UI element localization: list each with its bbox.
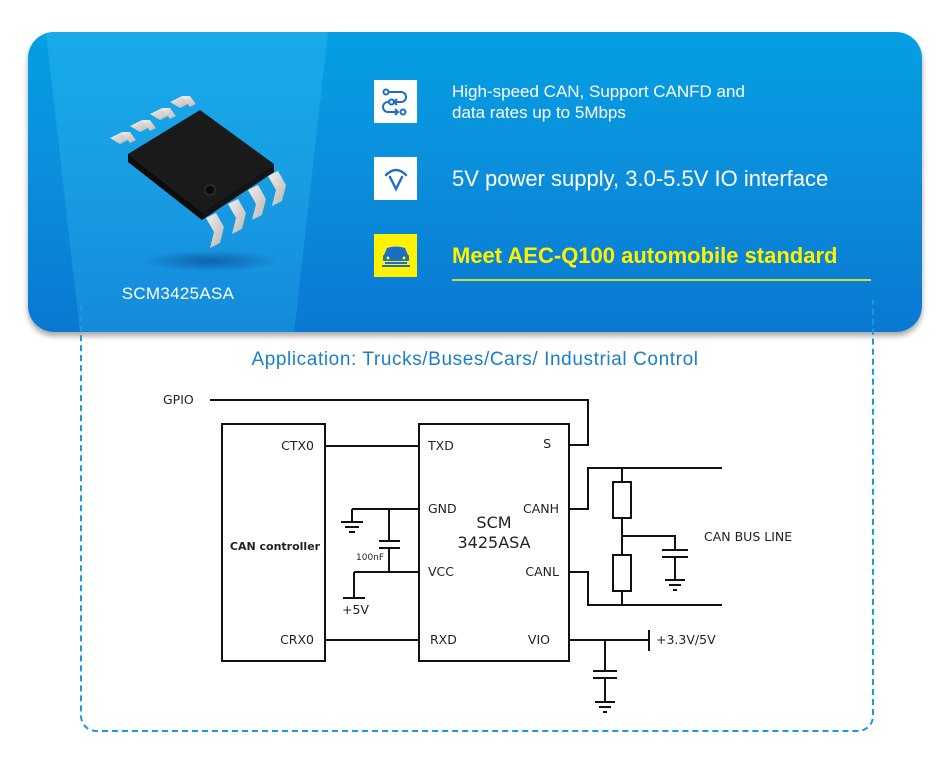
canl-wire	[569, 571, 722, 606]
application-title: Application: Trucks/Buses/Cars/ Industri…	[251, 349, 699, 370]
feature-aec-q100: Meet AEC-Q100 automobile standard	[374, 234, 837, 277]
canh-wire	[569, 467, 722, 510]
supply-io-label: +3.3V/5V	[656, 632, 716, 647]
feature-text: Meet AEC-Q100 automobile standard	[452, 242, 838, 268]
pin-gnd: GND	[428, 501, 457, 516]
pin-rxd: RXD	[430, 632, 457, 647]
pin-s: S	[543, 436, 551, 451]
termination-resistor-top	[612, 481, 632, 519]
pin-vcc: VCC	[428, 564, 454, 579]
ic-box	[418, 423, 570, 662]
vio-capacitor	[593, 670, 617, 679]
feature-text-line2: data rates up to 5Mbps	[452, 102, 626, 122]
split-capacitor	[662, 549, 688, 558]
data-flow-icon	[374, 80, 417, 123]
can-controller-label: CAN controller	[230, 540, 321, 553]
feature-power-supply: 5V power supply, 3.0-5.5V IO interface	[374, 157, 828, 200]
pin-canl: CANL	[525, 564, 559, 579]
application-frame	[80, 300, 874, 732]
pin-canh: CANH	[523, 501, 559, 516]
pin-txd: TXD	[427, 438, 454, 453]
can-bus-label: CAN BUS LINE	[704, 529, 792, 544]
ic-name-line1: SCM	[476, 513, 511, 532]
product-name: SCM3425ASA	[121, 284, 235, 303]
ground-symbol	[665, 579, 685, 591]
pin-crx0: CRX0	[280, 632, 314, 647]
termination-resistor-bottom	[612, 554, 632, 592]
gpio-label: GPIO	[163, 392, 194, 407]
can-controller-box	[221, 423, 326, 662]
capacitor-value: 100nF	[356, 553, 384, 563]
feature-text: 5V power supply, 3.0-5.5V IO interface	[452, 165, 829, 191]
pin-ctx0: CTX0	[281, 438, 314, 453]
ground-symbol	[595, 701, 615, 713]
decoupling-capacitor	[379, 540, 400, 549]
ground-symbol	[341, 521, 363, 533]
chip-image	[88, 82, 308, 282]
highlight-underline	[452, 279, 871, 281]
soic8-chip-icon	[110, 96, 286, 248]
voltage-icon	[374, 157, 417, 200]
chip-shadow	[140, 250, 280, 272]
feature-can-speed: High-speed CAN, Support CANFD and data r…	[374, 80, 745, 123]
supply-5v-label: +5V	[342, 602, 369, 617]
gpio-wire	[210, 399, 589, 446]
product-banner: SCM3425ASA	[28, 32, 922, 332]
feature-text-line1: High-speed CAN, Support CANFD and	[452, 81, 745, 101]
pin-vio: VIO	[528, 632, 550, 647]
ic-name-line2: 3425ASA	[457, 533, 530, 552]
car-icon	[374, 234, 417, 277]
